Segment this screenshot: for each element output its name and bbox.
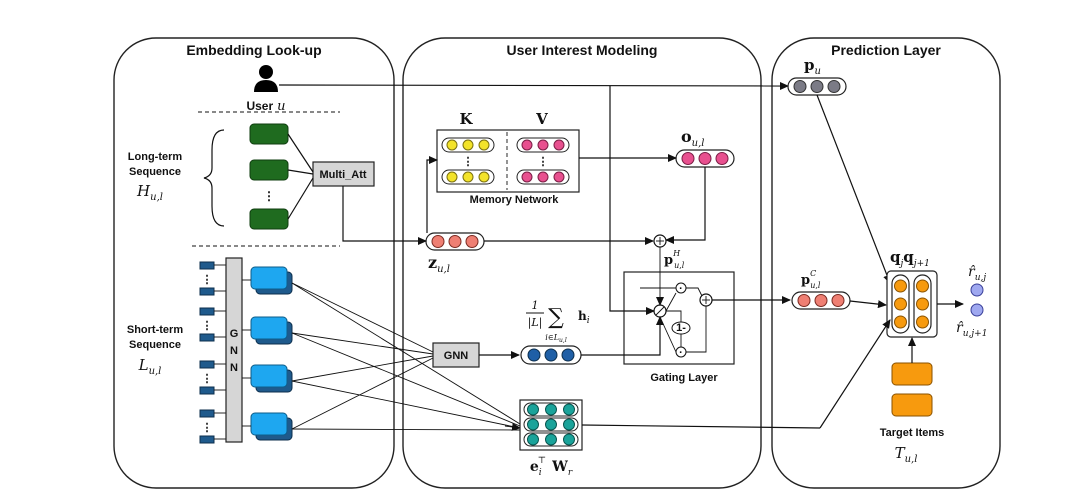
session-stack [250,412,293,441]
gnn-vertical-bar [225,257,243,443]
svg-text:|L|: |L| [528,316,543,330]
panel-embedding [113,37,395,489]
multi-att-label: Multi_Att [319,169,366,181]
memory-values: ⋮ [516,137,570,185]
target-symbol: Tu,l [895,444,918,465]
svg-text:⋮: ⋮ [202,373,213,385]
z-embedding-dots [431,235,479,248]
gating-layer-caption: Gating Layer [650,372,718,384]
pc-embedding-dots [797,294,845,307]
multi-att-box [312,161,375,187]
gnn-vertical-letter: N [230,362,238,374]
r-uj1-label: r̂u,j+1 [956,320,987,339]
avg-formula: 1 |L| ∑ i∈Lu,l hi [526,299,590,344]
short-term-symbol: Lu,l [138,356,162,377]
q-label: qjqj+1 [890,248,930,269]
svg-text:1-: 1- [676,322,686,334]
svg-text:⋮: ⋮ [463,156,474,168]
panel-title-prediction: Prediction Layer [831,42,941,58]
gate-sigma-node [653,304,667,318]
short-term-inputs: ⋮ ⋮ ⋮ ⋮ [199,261,215,444]
session-stack [250,266,293,295]
svg-text:∑: ∑ [548,305,564,330]
o-label: ou,l [681,127,705,149]
gate-one-minus: 1- [671,321,691,335]
ew-matrix-dots [523,402,579,447]
gnn-vertical-letter: N [230,345,238,357]
user-icon [254,65,278,92]
panel-title-interest: User Interest Modeling [507,42,658,58]
avg-embedding-dots [527,348,575,362]
session-stack [250,316,293,345]
long-term-item [249,123,289,145]
long-term-items [249,123,289,230]
sum-node [653,234,667,248]
svg-text:⋮: ⋮ [202,274,213,286]
panel-interest [402,37,762,489]
pu-label: pu [804,56,821,77]
pu-embedding-dots [793,80,841,93]
long-term-brace [203,129,225,227]
gnn-box [432,342,480,368]
user-to-pu-line [278,81,789,90]
long-term-symbol: Hu,l [136,182,163,203]
svg-text:⋮: ⋮ [202,422,213,434]
panel-title-embedding: Embedding Look-up [186,42,321,58]
z-label: zu,l [428,253,450,275]
svg-text:·: · [679,347,683,359]
long-term-label-1: Long-term [128,151,183,163]
r-uj-label: r̂u,j [968,264,986,283]
svg-text:i∈Lu,l: i∈Lu,l [545,333,567,344]
memory-key-label: K [459,110,473,128]
svg-text:hi: hi [578,309,590,326]
panel-prediction [771,37,1001,489]
short-term-label-2: Sequence [129,339,181,351]
svg-text:⋮: ⋮ [538,156,549,168]
q-dots [894,279,929,329]
memory-network-box [436,129,580,193]
long-term-label-2: Sequence [129,166,181,178]
long-term-ellipsis: ⋮ [263,189,275,203]
memory-keys: ⋮ [441,137,495,185]
gnn-box-label: GNN [444,350,469,362]
memory-value-label: V [535,110,548,128]
target-items-caption: Target Items [880,427,945,439]
session-stack [250,364,293,393]
gnn-vertical-letter: G [230,328,239,340]
memory-network-caption: Memory Network [470,194,560,206]
pc-embedding-pill [791,291,851,310]
o-embedding-dots [681,152,729,165]
svg-text:·: · [679,283,683,295]
short-term-label-1: Short-term [127,324,183,336]
target-items [891,362,933,417]
long-term-item [249,208,289,230]
ew-label: ei⊤Wr [530,456,573,478]
svg-text:1: 1 [532,299,539,312]
prediction-dots [970,283,984,317]
long-term-item [249,159,289,181]
session-stacks [250,266,293,441]
svg-text:⋮: ⋮ [202,320,213,332]
